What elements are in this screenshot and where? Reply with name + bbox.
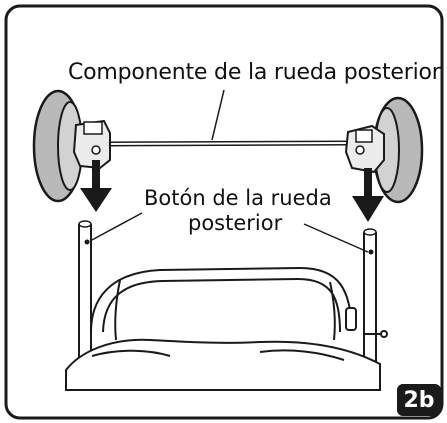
rear-wheel-component-label: Componente de la rueda posterior [68,60,441,85]
right-handle-post [363,228,377,372]
component-leader-line [211,89,225,141]
rear-wheel-button-label-line1: Botón de la rueda [144,186,332,210]
button-leader-left [89,212,143,242]
step-badge-bg [397,384,441,416]
left-down-arrow [80,160,112,212]
right-wheel-hub [344,124,385,174]
left-wheel-hub [72,119,111,170]
step-badge: 2b [403,387,435,413]
rear-axle [109,140,353,147]
rear-wheel-button-label-line2: posterior [188,211,283,235]
mower-deck [65,338,381,391]
handle-frame [90,266,388,341]
right-down-arrow [352,168,384,222]
button-leader-right [303,223,369,253]
